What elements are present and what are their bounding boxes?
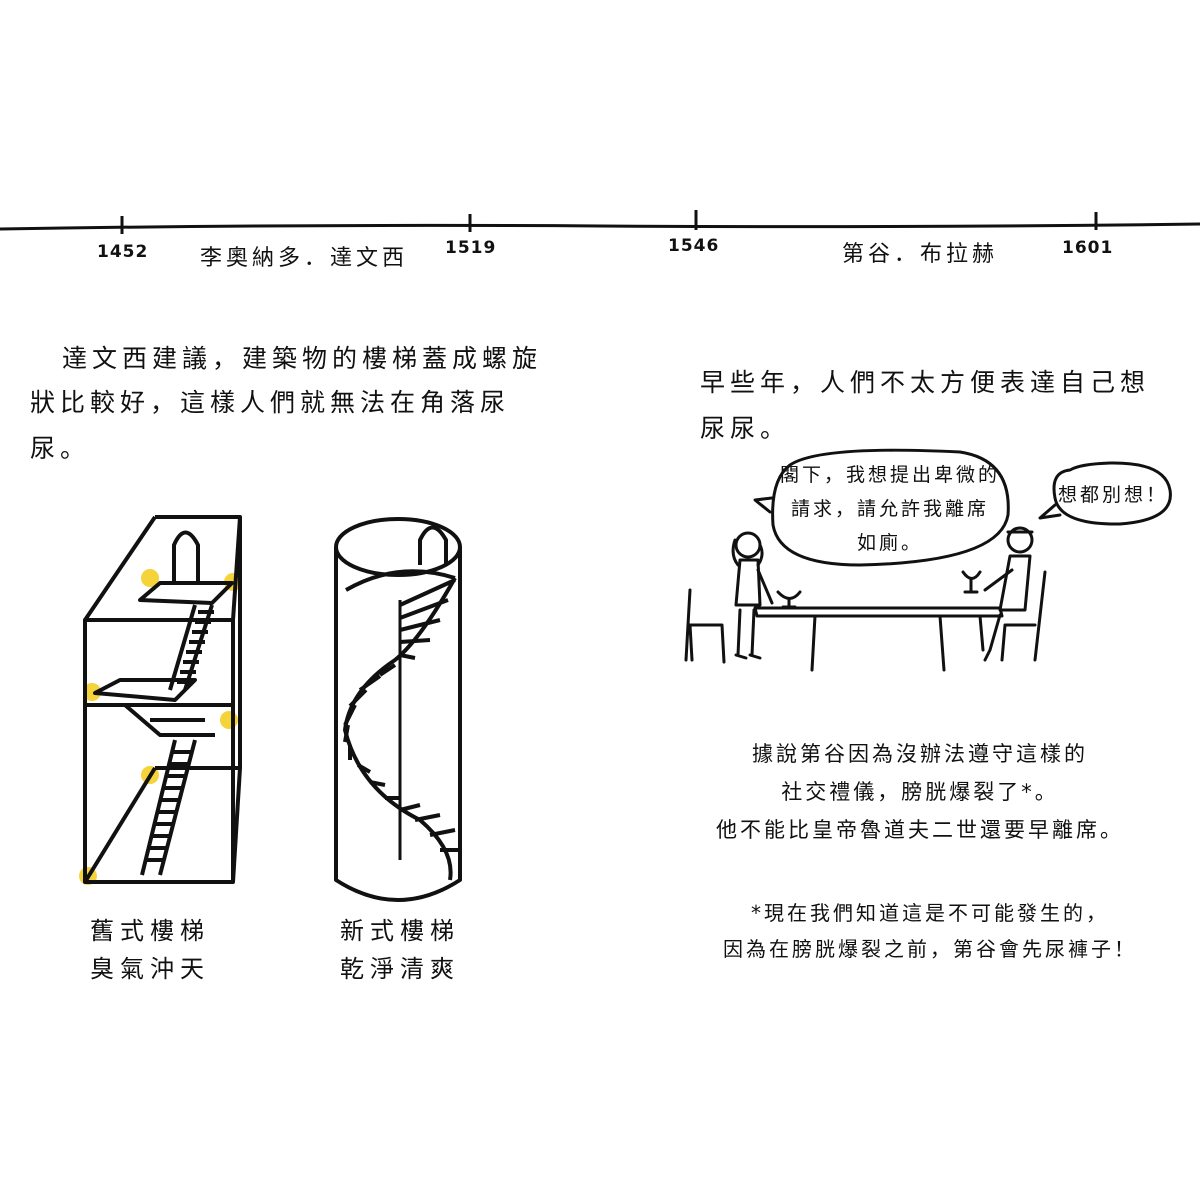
old-stairs-caption-line1: 舊式樓梯 <box>90 917 210 945</box>
footnote-line1: *現在我們知道這是不可能發生的， <box>751 901 1109 925</box>
bubble-right-text: 想都別想！ <box>1058 484 1169 506</box>
footnote: *現在我們知道這是不可能發生的， 因為在膀胱爆裂之前，第谷會先尿褲子！ <box>700 895 1160 967</box>
bubble-left-line1: 閣下，我想提出卑微的 <box>780 464 1001 486</box>
left-intro-line1: 達文西建議，建築物的樓梯蓋成螺旋 <box>62 344 543 373</box>
person-right-name: 第谷．布拉赫 <box>842 242 999 267</box>
story-line2: 社交禮儀，膀胱爆裂了*。 <box>781 780 1059 804</box>
old-stairs-caption: 舊式樓梯 臭氣沖天 <box>70 912 230 988</box>
bubble-left-line2: 請求，請允許我離席 <box>790 498 989 520</box>
old-stairs-drawing <box>79 515 242 885</box>
bubble-left-text: 閣下，我想提出卑微的 請求，請允許我離席 如廁。 <box>780 458 1000 560</box>
speech-bubble-left <box>771 448 1010 567</box>
dinner-scene-drawing <box>684 448 1172 672</box>
story-line3: 他不能比皇帝魯道夫二世還要早離席。 <box>716 818 1124 842</box>
timeline-line <box>0 222 1200 231</box>
old-stairs-caption-line2: 臭氣沖天 <box>90 955 210 983</box>
year-1452: 1452 <box>97 242 149 262</box>
new-stairs-caption-line2: 乾淨清爽 <box>340 955 460 983</box>
new-stairs-caption: 新式樓梯 乾淨清爽 <box>320 912 480 988</box>
year-1601: 1601 <box>1062 238 1114 258</box>
new-stairs-drawing <box>334 517 462 902</box>
year-1519: 1519 <box>445 238 497 258</box>
year-1546: 1546 <box>668 236 720 256</box>
person-left-name: 李奧納多．達文西 <box>200 246 409 271</box>
story-text: 據說第谷因為沒辦法遵守這樣的 社交禮儀，膀胱爆裂了*。 他不能比皇帝魯道夫二世還… <box>700 735 1140 849</box>
new-stairs-caption-line1: 新式樓梯 <box>340 917 460 945</box>
story-line1: 據說第谷因為沒辦法遵守這樣的 <box>752 742 1088 766</box>
footnote-line2: 因為在膀胱爆裂之前，第谷會先尿褲子！ <box>723 937 1137 961</box>
left-intro-line2: 狀比較好，這樣人們就無法在角落尿尿。 <box>30 388 511 463</box>
right-intro: 早些年，人們不太方便表達自己想尿尿。 <box>700 368 1151 443</box>
speech-bubble-right <box>1052 461 1172 526</box>
bubble-left-line3: 如廁。 <box>856 532 923 554</box>
